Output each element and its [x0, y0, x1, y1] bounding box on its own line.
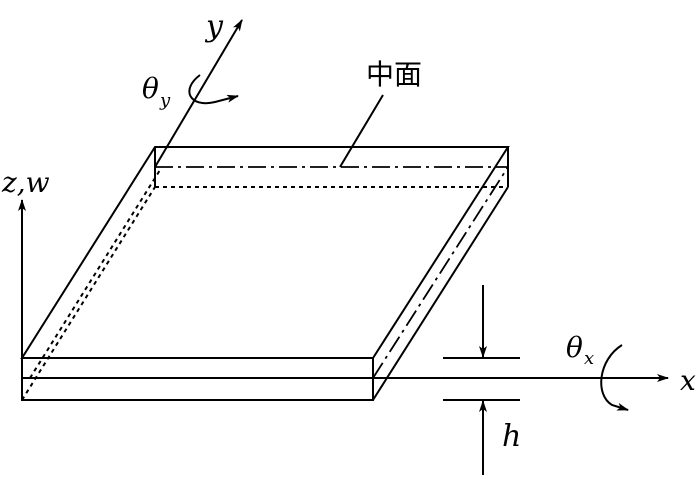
z-axis-label: z,w: [1, 166, 50, 199]
plate-top-face: [20, 146, 510, 359]
right-bottom-edge: [372, 186, 509, 401]
y-axis-label: y: [204, 9, 224, 44]
theta-x-subscript: x: [584, 348, 594, 369]
mid-plane-label: 中面: [366, 58, 422, 91]
y-axis: [154, 19, 243, 168]
theta-x-rotation-arrow: [600, 344, 629, 411]
hidden-edges: [21, 169, 508, 401]
theta-x-label: θ: [566, 331, 583, 364]
theta-y-subscript: y: [159, 90, 171, 111]
x-axis-label: x: [680, 364, 696, 397]
thickness-label: h: [502, 419, 521, 454]
mid-plane-leader: [339, 94, 384, 168]
theta-y-label: θ: [142, 72, 159, 105]
theta-y-rotation-arrow: [188, 74, 239, 105]
mid-plane-lines: [155, 166, 509, 379]
